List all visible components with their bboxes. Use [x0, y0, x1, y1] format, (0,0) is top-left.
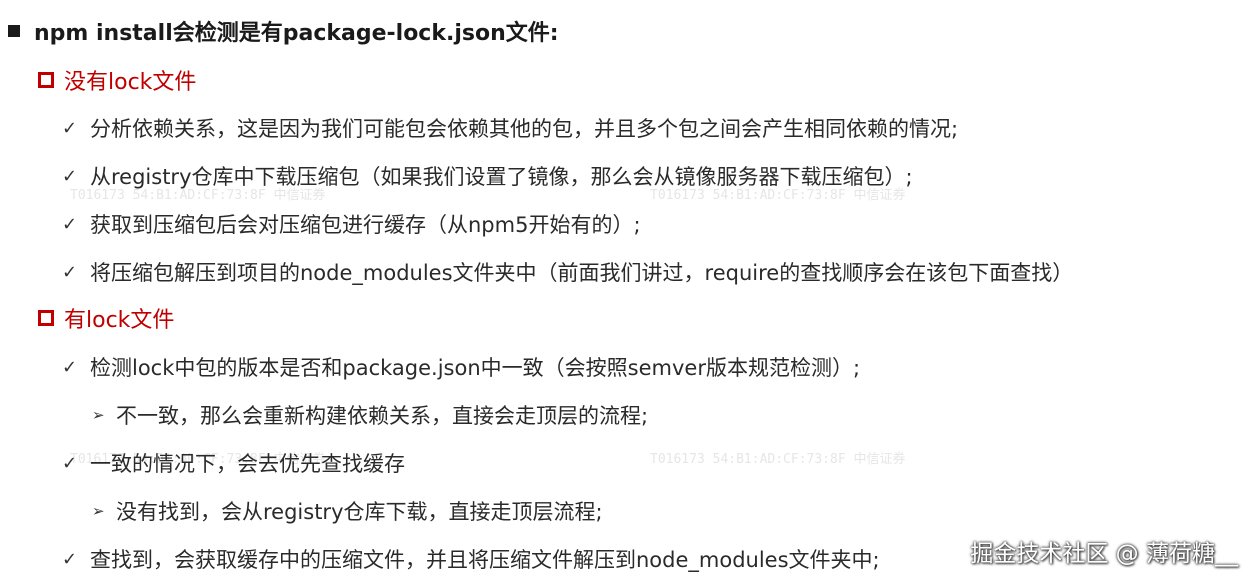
hollow-square-icon: [38, 310, 54, 326]
list-item: ✓ 从registry仓库中下载压缩包（如果我们设置了镜像，那么会从镜像服务器下…: [62, 160, 913, 192]
check-icon: ✓: [62, 548, 78, 570]
heading-text: npm install会检测是有package-lock.json文件:: [34, 21, 559, 46]
list-item: ✓ 分析依赖关系，这是因为我们可能包会依赖其他的包，并且多个包之间会产生相同依赖…: [62, 112, 958, 144]
list-item: ✓ 一致的情况下，会去优先查找缓存: [62, 447, 405, 479]
watermark-1: T016173 54:B1:AD:CF:73:8F 中信证券: [70, 188, 326, 203]
check-icon: ✓: [62, 213, 78, 235]
check-icon: ✓: [62, 261, 78, 283]
list-item-text: 查找到，会获取缓存中的压缩文件，并且将压缩文件解压到node_modules文件…: [90, 548, 880, 572]
list-item: ✓ 将压缩包解压到项目的node_modules文件夹中（前面我们讲过，requ…: [62, 256, 1073, 288]
list-item-text: 从registry仓库中下载压缩包（如果我们设置了镜像，那么会从镜像服务器下载压…: [90, 165, 913, 189]
check-icon: ✓: [62, 356, 78, 378]
watermark-2: T016173 54:B1:AD:CF:73:8F 中信证券: [650, 188, 906, 203]
watermark-3: T016173 54:B1:AD:CF:73:8F 中信证券: [70, 452, 326, 467]
check-icon: ✓: [62, 117, 78, 139]
list-item-text: 将压缩包解压到项目的node_modules文件夹中（前面我们讲过，requir…: [90, 261, 1074, 285]
list-item: ✓ 检测lock中包的版本是否和package.json中一致（会按照semve…: [62, 351, 860, 383]
arrow-icon: ➢: [92, 502, 105, 520]
section-title-no-lock: 没有lock文件: [38, 64, 196, 96]
sub-list-item-text: 不一致，那么会重新构建依赖关系，直接会走顶层的流程;: [116, 404, 649, 428]
check-icon: ✓: [62, 452, 78, 474]
list-item: ✓ 查找到，会获取缓存中的压缩文件，并且将压缩文件解压到node_modules…: [62, 543, 880, 575]
main-heading: npm install会检测是有package-lock.json文件:: [8, 16, 559, 46]
sub-list-item: ➢ 不一致，那么会重新构建依赖关系，直接会走顶层的流程;: [92, 399, 648, 431]
list-item: ✓ 获取到压缩包后会对压缩包进行缓存（从npm5开始有的）;: [62, 208, 641, 240]
section-title-text: 没有lock文件: [64, 70, 197, 95]
list-item-text: 分析依赖关系，这是因为我们可能包会依赖其他的包，并且多个包之间会产生相同依赖的情…: [90, 117, 959, 141]
sub-list-item-text: 没有找到，会从registry仓库下载，直接走顶层流程;: [116, 500, 603, 524]
arrow-icon: ➢: [92, 406, 105, 424]
hollow-square-icon: [38, 72, 54, 88]
watermark-4: T016173 54:B1:AD:CF:73:8F 中信证券: [650, 452, 906, 467]
section-title-text: 有lock文件: [64, 308, 175, 333]
section-title-has-lock: 有lock文件: [38, 302, 174, 334]
check-icon: ✓: [62, 165, 78, 187]
list-item-text: 获取到压缩包后会对压缩包进行缓存（从npm5开始有的）;: [90, 213, 641, 237]
square-bullet-icon: [8, 25, 20, 37]
sub-list-item: ➢ 没有找到，会从registry仓库下载，直接走顶层流程;: [92, 495, 603, 527]
list-item-text: 一致的情况下，会去优先查找缓存: [90, 452, 405, 476]
list-item-text: 检测lock中包的版本是否和package.json中一致（会按照semver版…: [90, 356, 861, 380]
footer-watermark: 掘金技术社区 @ 薄荷糖__: [970, 541, 1238, 567]
